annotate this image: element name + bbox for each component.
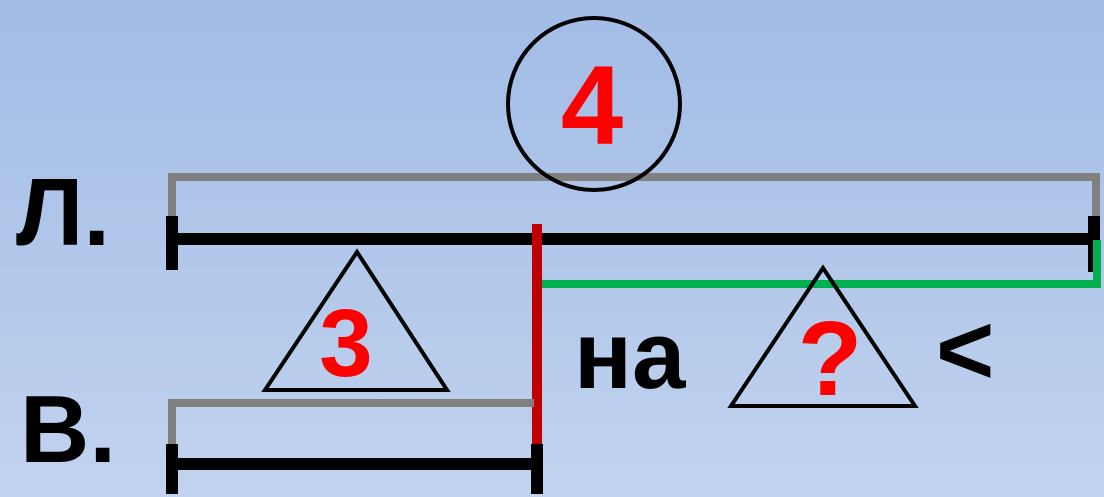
relation-word: на <box>574 302 686 409</box>
part-triangle <box>261 248 451 392</box>
top-row-label: Л. <box>16 159 110 266</box>
top-total-brace <box>168 173 1100 240</box>
comparison-symbol: < <box>936 294 994 406</box>
total-number: 4 <box>561 43 623 168</box>
difference-question: ? <box>798 300 863 418</box>
total-circle <box>506 16 682 192</box>
bottom-brace <box>168 399 534 462</box>
part-number: 3 <box>319 290 372 397</box>
bottom-row-label: В. <box>20 376 116 483</box>
difference-triangle <box>727 264 919 408</box>
